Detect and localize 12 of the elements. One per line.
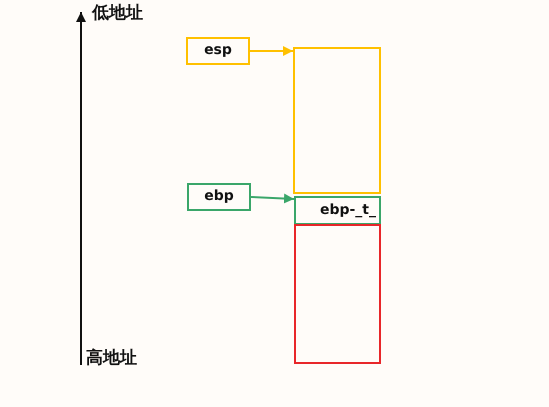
slot-label: ebp-_t_ (320, 202, 376, 218)
register-name: ebp (204, 189, 234, 205)
stack-slot (294, 196, 381, 225)
register-box (186, 37, 250, 65)
arrow (250, 194, 294, 204)
memory-region (294, 224, 381, 364)
address-label: 高地址 (86, 348, 137, 368)
register-name: esp (204, 43, 232, 59)
arrow (250, 46, 293, 56)
memory-region (293, 47, 381, 194)
address-label: 低地址 (92, 3, 143, 24)
register-box (187, 183, 251, 211)
